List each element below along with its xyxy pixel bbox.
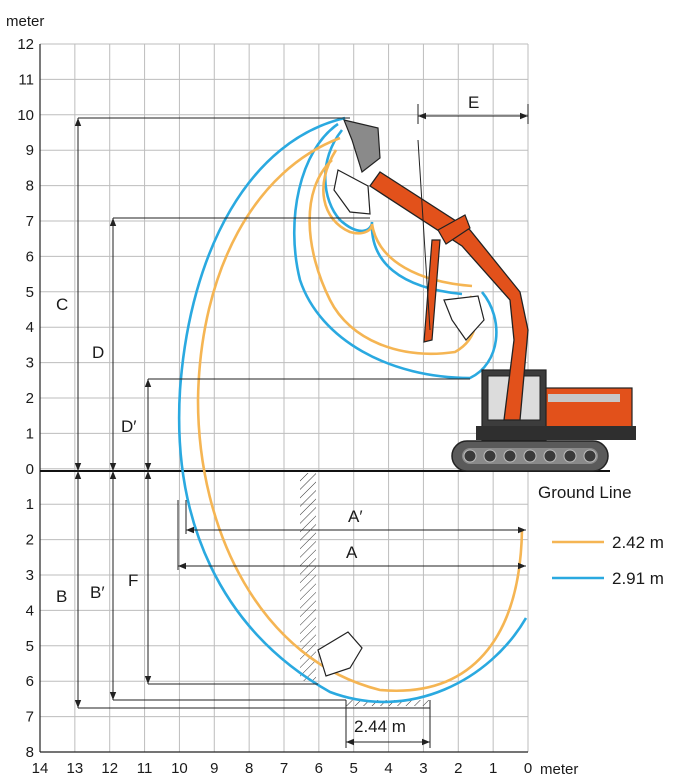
arm (437, 214, 471, 245)
x-tick-label: 10 (171, 760, 188, 777)
x-tick-label: 9 (210, 760, 218, 777)
track-roller (523, 449, 537, 463)
label-b: B (56, 587, 67, 606)
y-tick-label: 8 (26, 744, 34, 761)
y-tick-label: 5 (26, 638, 34, 655)
label-d-prime: D′ (121, 417, 136, 436)
x-tick-label: 7 (280, 760, 288, 777)
x-tick-label: 11 (137, 760, 153, 777)
x-tick-label: 4 (384, 760, 392, 777)
upper-frame (476, 426, 636, 440)
y-tick-label: 2 (26, 532, 34, 549)
dimension-labels: C D D′ B B′ F A′ A E 2.44 m (56, 93, 479, 736)
y-tick-label: 0 (26, 461, 34, 478)
y-tick-label: 3 (26, 567, 34, 584)
label-e: E (468, 93, 479, 112)
y-tick-label: 7 (26, 213, 34, 230)
y-tick-label: 3 (26, 355, 34, 372)
y-tick-label: 7 (26, 709, 34, 726)
legend-label-242: 2.42 m (612, 533, 664, 552)
label-b-prime: B′ (90, 583, 105, 602)
y-tick-label: 9 (26, 142, 34, 159)
x-axis-unit: meter (540, 761, 578, 778)
x-tick-label: 8 (245, 760, 253, 777)
x-tick-label: 14 (32, 760, 49, 777)
track-roller (503, 449, 517, 463)
y-tick-label: 11 (18, 71, 34, 88)
y-tick-label: 6 (26, 248, 34, 265)
label-f: F (128, 571, 138, 590)
bucket-mid (443, 295, 485, 341)
x-tick-label: 12 (101, 760, 118, 777)
ground-line-label: Ground Line (538, 483, 632, 502)
label-a-prime: A′ (348, 507, 363, 526)
x-tick-label: 0 (524, 760, 532, 777)
track-roller (583, 449, 597, 463)
y-tick-label: 2 (26, 390, 34, 407)
x-tick-label: 6 (315, 760, 323, 777)
inner-curve-291-a (293, 122, 498, 380)
y-tick-label: 4 (26, 602, 34, 619)
x-tick-label: 1 (489, 760, 497, 777)
y-tick-label: 12 (17, 36, 34, 53)
inner-curve-242-b (322, 149, 473, 288)
y-tick-label: 8 (26, 178, 34, 195)
x-tick-label: 5 (350, 760, 358, 777)
bucket-bottom (317, 631, 363, 677)
y-tick-label: 1 (26, 425, 34, 442)
y-tick-label: 4 (26, 319, 34, 336)
track-rollers (463, 449, 597, 463)
track-roller (563, 449, 577, 463)
vertical-wall-hatch (300, 473, 316, 681)
x-tick-label: 2 (454, 760, 462, 777)
label-d: D (92, 343, 104, 362)
label-a: A (346, 543, 358, 562)
legend-label-291: 2.91 m (612, 569, 664, 588)
y-tick-label: 10 (17, 107, 34, 124)
track-roller (483, 449, 497, 463)
x-tick-label: 13 (67, 760, 84, 777)
y-tick-label: 5 (26, 284, 34, 301)
excavator (317, 119, 636, 677)
label-bucket-width: 2.44 m (354, 717, 406, 736)
reference-line-e (417, 139, 431, 331)
y-tick-label: 1 (26, 496, 34, 513)
y-tick-label: 6 (26, 673, 34, 690)
x-tick-label: 3 (419, 760, 427, 777)
outer-envelope-291 (177, 116, 528, 704)
dimension-lines (74, 104, 529, 748)
legend: 2.42 m 2.91 m (552, 533, 664, 588)
boom (369, 171, 529, 421)
bucket-curl (333, 169, 371, 215)
y-axis-unit: meter (6, 13, 44, 30)
engine-cover (548, 394, 620, 402)
label-c: C (56, 295, 68, 314)
track-roller (543, 449, 557, 463)
bucket-top (343, 119, 381, 174)
track-roller (463, 449, 477, 463)
arm-cylinder (423, 239, 441, 343)
